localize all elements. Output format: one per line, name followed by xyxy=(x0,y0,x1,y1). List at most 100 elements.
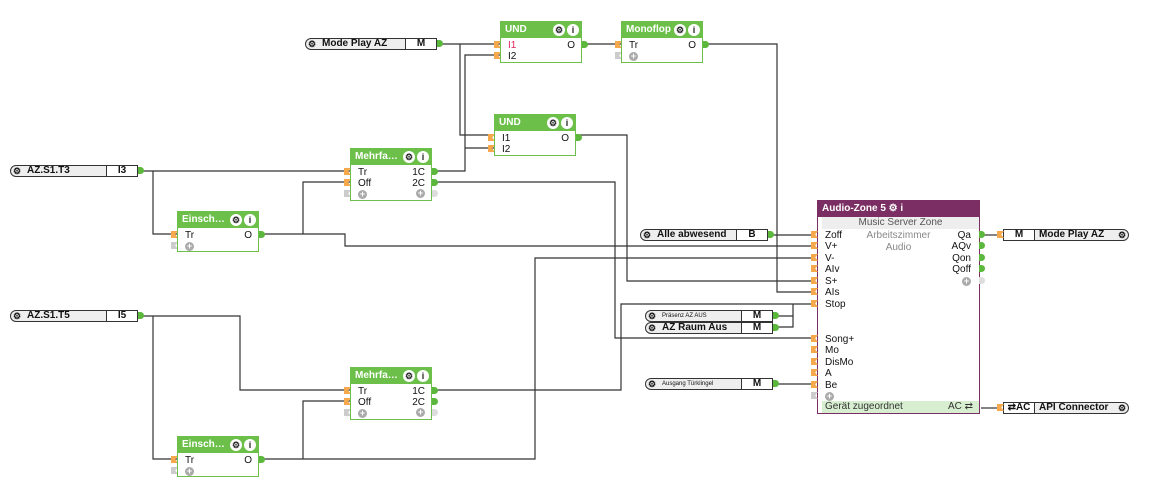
gear-icon[interactable]: ⚙ xyxy=(674,24,686,36)
input-pin[interactable] xyxy=(344,179,351,186)
api-connector-port[interactable]: AC ⇄ xyxy=(947,401,973,412)
wire[interactable] xyxy=(260,257,811,460)
input-pin[interactable] xyxy=(344,387,351,394)
output-pin[interactable] xyxy=(979,265,985,272)
connector-pin[interactable] xyxy=(997,404,1004,411)
wire[interactable] xyxy=(774,316,794,328)
input-pin[interactable] xyxy=(811,242,818,249)
add-output-icon[interactable]: + xyxy=(416,407,425,417)
output-pin[interactable] xyxy=(979,242,985,249)
add-input-icon[interactable]: + xyxy=(629,51,638,61)
input-pin[interactable] xyxy=(344,398,351,405)
output-pin[interactable] xyxy=(582,41,588,48)
gear-icon[interactable]: ⚙ xyxy=(888,203,898,214)
output-pin[interactable] xyxy=(979,254,985,261)
add-input-icon[interactable]: + xyxy=(358,408,367,418)
connector-pin[interactable] xyxy=(773,312,779,319)
gear-icon[interactable]: ⚙ xyxy=(553,24,565,36)
gear-icon[interactable]: ⚙ xyxy=(230,214,242,226)
connector-pin[interactable] xyxy=(138,167,144,174)
connector-pin[interactable] xyxy=(768,231,774,238)
gear-icon[interactable]: ⚙ xyxy=(647,379,657,389)
connector-pin[interactable] xyxy=(773,380,779,387)
input-pin[interactable] xyxy=(811,265,818,272)
output-pin[interactable] xyxy=(259,231,265,238)
input-pin[interactable] xyxy=(171,467,178,474)
wire[interactable] xyxy=(139,315,350,391)
input-pin[interactable] xyxy=(615,52,622,59)
input-pin[interactable] xyxy=(811,335,818,342)
add-output-icon[interactable]: + xyxy=(416,188,425,198)
info-icon[interactable]: i xyxy=(417,151,429,163)
add-input-icon[interactable]: + xyxy=(825,391,834,401)
output-pin[interactable] xyxy=(432,168,438,175)
output-pin[interactable] xyxy=(576,134,582,141)
gear-icon[interactable]: ⚙ xyxy=(547,117,559,129)
output-pin[interactable] xyxy=(979,277,985,284)
gear-icon[interactable]: ⚙ xyxy=(1117,230,1127,240)
gear-icon[interactable]: ⚙ xyxy=(403,370,415,382)
input-pin[interactable] xyxy=(488,134,495,141)
wire[interactable] xyxy=(302,400,350,459)
add-output-icon[interactable]: + xyxy=(962,276,971,286)
input-pin[interactable] xyxy=(344,409,351,416)
input-pin[interactable] xyxy=(811,288,818,295)
output-pin[interactable] xyxy=(432,387,438,394)
output-pin[interactable] xyxy=(979,231,985,238)
input-pin[interactable] xyxy=(171,456,178,463)
gear-icon[interactable]: ⚙ xyxy=(12,311,22,321)
add-input-icon[interactable]: + xyxy=(185,241,194,251)
info-icon[interactable]: i xyxy=(567,24,579,36)
gear-icon[interactable]: ⚙ xyxy=(647,323,657,333)
gear-icon[interactable]: ⚙ xyxy=(12,166,22,176)
input-pin[interactable] xyxy=(811,381,818,388)
gear-icon[interactable]: ⚙ xyxy=(647,311,657,321)
input-pin[interactable] xyxy=(811,254,818,261)
wire[interactable] xyxy=(577,134,811,282)
output-pin[interactable] xyxy=(432,190,438,197)
input-pin[interactable] xyxy=(615,41,622,48)
wire[interactable] xyxy=(433,181,811,339)
wire[interactable] xyxy=(704,43,811,293)
connector-pin[interactable] xyxy=(773,324,779,331)
input-pin[interactable] xyxy=(171,242,178,249)
add-input-icon[interactable]: + xyxy=(185,466,194,476)
connector-pin[interactable] xyxy=(138,312,144,319)
gear-icon[interactable]: ⚙ xyxy=(307,39,317,49)
gear-icon[interactable]: ⚙ xyxy=(642,230,652,240)
input-pin[interactable] xyxy=(171,231,178,238)
wire[interactable] xyxy=(433,54,500,172)
output-pin[interactable] xyxy=(432,409,438,416)
wire[interactable] xyxy=(433,303,811,391)
input-pin[interactable] xyxy=(811,231,818,238)
input-pin[interactable] xyxy=(811,358,818,365)
add-input-icon[interactable]: + xyxy=(358,189,367,199)
input-pin[interactable] xyxy=(811,369,818,376)
input-pin[interactable] xyxy=(344,168,351,175)
wire[interactable] xyxy=(152,316,177,460)
input-pin[interactable] xyxy=(344,190,351,197)
output-pin[interactable] xyxy=(432,398,438,405)
wire[interactable] xyxy=(152,171,177,235)
info-icon[interactable]: i xyxy=(688,24,700,36)
gear-icon[interactable]: ⚙ xyxy=(1117,403,1127,413)
wire[interactable] xyxy=(459,44,494,136)
output-pin[interactable] xyxy=(432,179,438,186)
output-pin[interactable] xyxy=(259,456,265,463)
input-pin[interactable] xyxy=(494,52,501,59)
input-pin[interactable] xyxy=(488,145,495,152)
